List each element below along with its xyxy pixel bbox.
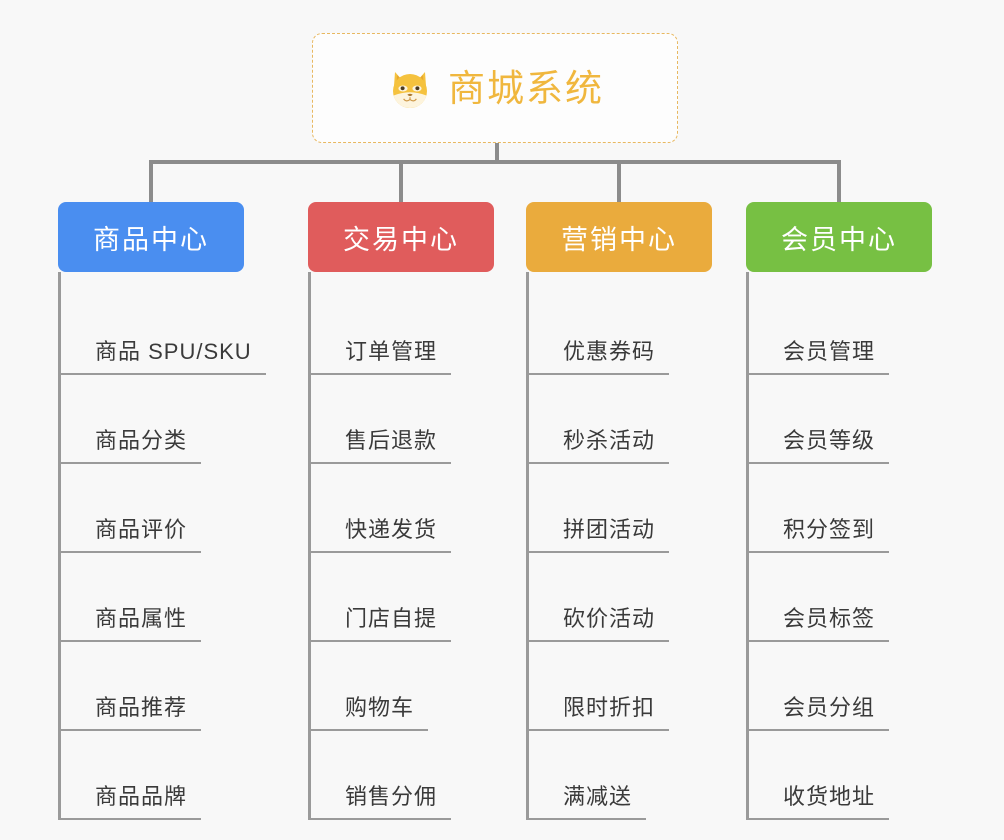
leaf-list-3: 优惠券码秒杀活动拼团活动砍价活动限时折扣满减送 — [526, 272, 712, 820]
leaf-label: 积分签到 — [749, 512, 890, 553]
leaf-item[interactable]: 销售分佣 — [311, 731, 494, 820]
leaf-label: 会员等级 — [749, 423, 890, 464]
leaf-item[interactable]: 订单管理 — [311, 286, 494, 375]
leaf-label: 会员标签 — [749, 601, 890, 642]
leaf-item[interactable]: 收货地址 — [749, 731, 932, 820]
leaf-item[interactable]: 购物车 — [311, 642, 494, 731]
category-header-1[interactable]: 商品中心 — [58, 202, 244, 272]
leaf-item[interactable]: 优惠券码 — [529, 286, 712, 375]
connector-drop-2 — [399, 160, 403, 202]
connector-drop-3 — [617, 160, 621, 202]
category-header-2[interactable]: 交易中心 — [308, 202, 494, 272]
leaf-list-1: 商品 SPU/SKU 商品分类商品评价商品属性商品推荐商品品牌 — [58, 272, 266, 820]
leaf-item[interactable]: 会员管理 — [749, 286, 932, 375]
leaf-label: 商品品牌 — [61, 779, 202, 820]
category-header-3[interactable]: 营销中心 — [526, 202, 712, 272]
leaf-label: 门店自提 — [311, 601, 452, 642]
leaf-item[interactable]: 会员等级 — [749, 375, 932, 464]
leaf-label: 限时折扣 — [529, 690, 670, 731]
leaf-label: 商品评价 — [61, 512, 202, 553]
leaf-item[interactable]: 商品评价 — [61, 464, 244, 553]
leaf-label: 商品分类 — [61, 423, 202, 464]
leaf-label: 商品推荐 — [61, 690, 202, 731]
leaf-item[interactable]: 商品属性 — [61, 553, 244, 642]
leaf-item[interactable]: 快递发货 — [311, 464, 494, 553]
leaf-label: 购物车 — [311, 690, 429, 731]
leaf-label: 会员管理 — [749, 334, 890, 375]
leaf-item[interactable]: 门店自提 — [311, 553, 494, 642]
leaf-list-2: 订单管理售后退款快递发货门店自提购物车销售分佣 — [308, 272, 494, 820]
leaf-item[interactable]: 积分签到 — [749, 464, 932, 553]
leaf-item[interactable]: 秒杀活动 — [529, 375, 712, 464]
leaf-item[interactable]: 售后退款 — [311, 375, 494, 464]
shiba-dog-emoji — [386, 64, 434, 112]
branch-column-2: 交易中心订单管理售后退款快递发货门店自提购物车销售分佣 — [308, 202, 494, 820]
root-node[interactable]: 商城系统 — [312, 33, 678, 143]
leaf-label: 商品 SPU/SKU — [61, 334, 266, 375]
connector-drop-1 — [149, 160, 153, 202]
leaf-item[interactable]: 会员标签 — [749, 553, 932, 642]
leaf-item[interactable]: 拼团活动 — [529, 464, 712, 553]
root-title: 商城系统 — [448, 67, 604, 109]
leaf-label: 满减送 — [529, 779, 647, 820]
leaf-label: 砍价活动 — [529, 601, 670, 642]
leaf-label: 销售分佣 — [311, 779, 452, 820]
category-header-4[interactable]: 会员中心 — [746, 202, 932, 272]
leaf-item[interactable]: 商品分类 — [61, 375, 244, 464]
leaf-item[interactable]: 商品 SPU/SKU — [61, 286, 266, 375]
leaf-label: 商品属性 — [61, 601, 202, 642]
branch-column-4: 会员中心会员管理会员等级积分签到会员标签会员分组收货地址 — [746, 202, 932, 820]
leaf-label: 拼团活动 — [529, 512, 670, 553]
leaf-label: 收货地址 — [749, 779, 890, 820]
connector-bus — [149, 160, 841, 164]
leaf-list-4: 会员管理会员等级积分签到会员标签会员分组收货地址 — [746, 272, 932, 820]
leaf-item[interactable]: 满减送 — [529, 731, 712, 820]
connector-trunk — [495, 143, 499, 163]
leaf-item[interactable]: 砍价活动 — [529, 553, 712, 642]
leaf-label: 优惠券码 — [529, 334, 670, 375]
leaf-item[interactable]: 限时折扣 — [529, 642, 712, 731]
leaf-label: 订单管理 — [311, 334, 452, 375]
leaf-label: 秒杀活动 — [529, 423, 670, 464]
leaf-label: 会员分组 — [749, 690, 890, 731]
connector-drop-4 — [837, 160, 841, 202]
leaf-item[interactable]: 商品品牌 — [61, 731, 244, 820]
leaf-label: 快递发货 — [311, 512, 452, 553]
branch-column-3: 营销中心优惠券码秒杀活动拼团活动砍价活动限时折扣满减送 — [526, 202, 712, 820]
leaf-item[interactable]: 会员分组 — [749, 642, 932, 731]
leaf-label: 售后退款 — [311, 423, 452, 464]
leaf-item[interactable]: 商品推荐 — [61, 642, 244, 731]
branch-column-1: 商品中心商品 SPU/SKU 商品分类商品评价商品属性商品推荐商品品牌 — [58, 202, 266, 820]
